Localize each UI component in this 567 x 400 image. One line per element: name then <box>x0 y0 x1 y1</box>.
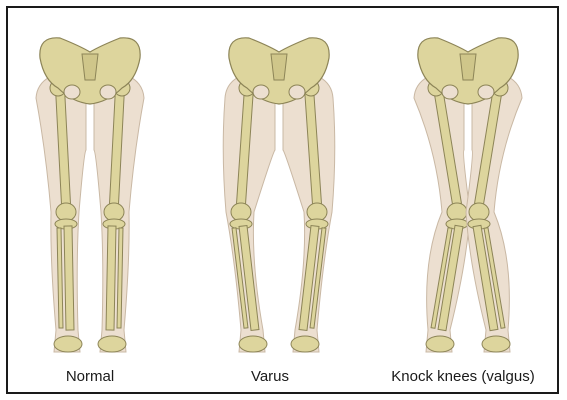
left-knee <box>56 203 76 221</box>
sacrum <box>460 54 476 80</box>
obturator-left <box>442 85 458 99</box>
right-knee <box>104 203 124 221</box>
caption-normal: Normal <box>0 368 180 385</box>
left-foot <box>426 336 454 352</box>
caption-varus: Varus <box>180 368 360 385</box>
right-foot <box>291 336 319 352</box>
right-foot <box>482 336 510 352</box>
sacrum <box>271 54 287 80</box>
caption-valgus: Knock knees (valgus) <box>373 368 553 385</box>
valgus-legs-figure <box>414 38 522 352</box>
left-foot <box>54 336 82 352</box>
left-tibia <box>64 226 74 330</box>
obturator-left <box>64 85 80 99</box>
obturator-right <box>478 85 494 99</box>
right-knee <box>307 203 327 221</box>
left-foot <box>239 336 267 352</box>
right-tibia <box>106 226 116 330</box>
obturator-right <box>100 85 116 99</box>
obturator-left <box>253 85 269 99</box>
left-knee <box>447 203 467 221</box>
normal-legs-figure <box>36 38 144 352</box>
left-knee <box>231 203 251 221</box>
right-knee <box>469 203 489 221</box>
varus-legs-figure <box>223 38 335 352</box>
right-foot <box>98 336 126 352</box>
obturator-right <box>289 85 305 99</box>
sacrum <box>82 54 98 80</box>
